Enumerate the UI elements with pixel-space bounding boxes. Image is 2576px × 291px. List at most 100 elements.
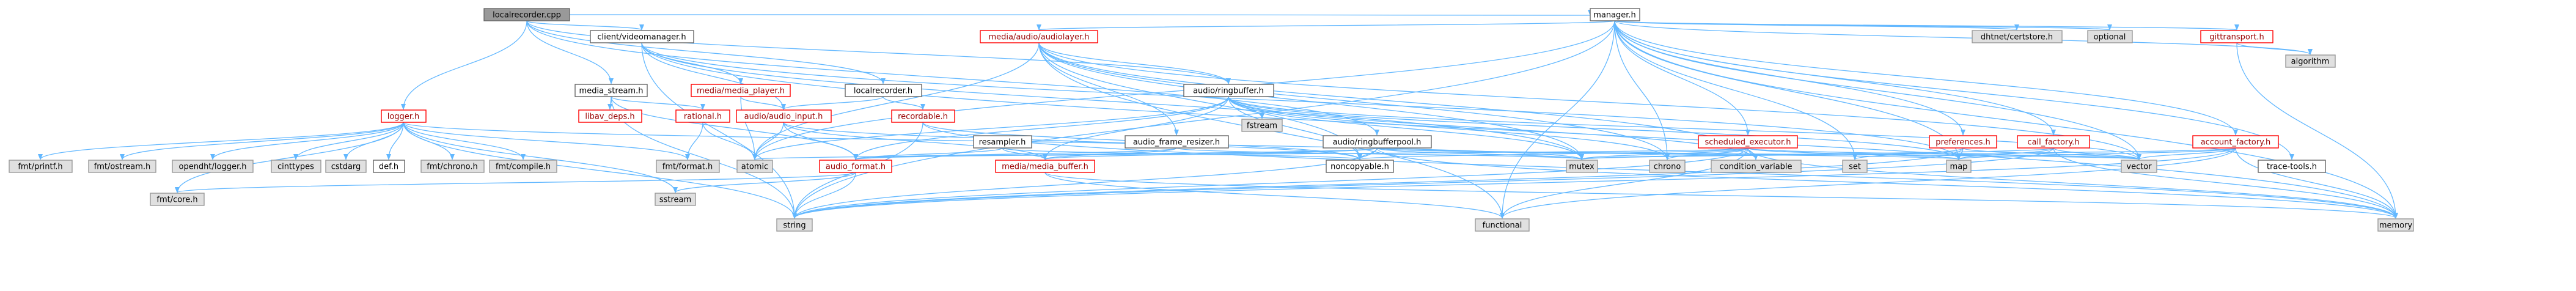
node-rational-h[interactable]: rational.h: [675, 109, 730, 123]
node-label: gittransport.h: [2209, 33, 2264, 42]
edge-audio-frame-resizer-h-to-mutex: [1176, 147, 1584, 160]
node-label: client/videomanager.h: [597, 33, 686, 42]
node-cinttypes: cinttypes: [271, 160, 321, 173]
node-gittransport-h[interactable]: gittransport.h: [2200, 30, 2273, 43]
node-fmt-core-h: fmt/core.h: [150, 193, 205, 206]
node-box: [271, 160, 321, 173]
node-media-audio-audiolayer-h[interactable]: media/audio/audiolayer.h: [980, 30, 1098, 43]
node-logger-h[interactable]: logger.h: [381, 109, 427, 123]
node-media-media-buffer-h[interactable]: media/media_buffer.h: [995, 160, 1095, 173]
node-label: recordable.h: [898, 112, 948, 122]
edge-manager-h-to-gittransport-h: [1614, 20, 2239, 31]
edge-client-videomanager-h-to-audio-audio-input-h: [641, 42, 786, 110]
node-mutex: mutex: [1566, 160, 1598, 173]
node-box: [2285, 54, 2336, 68]
node-label: fmt/ostream.h: [94, 163, 151, 172]
node-preferences-h[interactable]: preferences.h: [1929, 135, 1997, 149]
node-cstdarg: cstdarg: [325, 160, 367, 173]
node-audio-ringbufferpool-h[interactable]: audio/ringbufferpool.h: [1323, 135, 1432, 149]
node-label: memory: [2379, 221, 2413, 230]
node-audio-audio-input-h[interactable]: audio/audio_input.h: [736, 109, 832, 123]
node-trace-tools-h[interactable]: trace-tools.h: [2258, 160, 2326, 173]
edge-account-factory-h-to-functional: [1500, 147, 2236, 219]
node-audio-frame-resizer-h[interactable]: audio_frame_resizer.h: [1125, 135, 1229, 149]
node-recordable-h[interactable]: recordable.h: [891, 109, 955, 123]
node-box: [1183, 84, 1274, 97]
node-media-stream-h[interactable]: media_stream.h: [574, 84, 648, 97]
node-label: account_factory.h: [2201, 138, 2271, 147]
node-label: media/media_player.h: [697, 87, 785, 96]
node-box: [2192, 135, 2279, 149]
node-fmt-chrono-h: fmt/chrono.h: [420, 160, 485, 173]
node-label: atomic: [741, 163, 768, 172]
nodes-layer: localrecorder.cpp manager.h media/audio/au…: [9, 8, 2414, 232]
edge-gittransport-h-to-memory: [2236, 42, 2398, 219]
node-box: [2087, 30, 2133, 43]
node-label: audio_format.h: [826, 163, 886, 172]
edge-media-stream-h-to-rational-h: [611, 96, 705, 110]
edge-localrecorder-h-to-recordable-h: [883, 96, 925, 110]
node-account-factory-h[interactable]: account_factory.h: [2192, 135, 2279, 149]
edge-manager-h-to-functional: [1500, 20, 1615, 219]
edge-account-factory-h-to-mutex: [1580, 147, 2236, 160]
edge-scheduled-executor-h-to-map: [1747, 147, 1961, 160]
node-label: localrecorder.h: [854, 87, 912, 96]
node-box: [995, 160, 1095, 173]
node-box: [736, 160, 773, 173]
node-audio-format-h[interactable]: audio_format.h: [819, 160, 892, 173]
node-label: string: [783, 221, 805, 230]
edge-call-factory-h-to-memory: [2053, 147, 2398, 219]
node-box: [1326, 160, 1394, 173]
edge-client-videomanager-h-to-string: [641, 42, 797, 219]
node-box: [2377, 218, 2414, 232]
node-box: [845, 84, 922, 97]
node-libav-deps-h[interactable]: libav_deps.h: [578, 109, 642, 123]
edge-audio-ringbufferpool-h-to-mutex: [1376, 147, 1584, 160]
edge-audio-audio-input-h-to-media-media-buffer-h: [783, 122, 1048, 160]
edge-preferences-h-to-string: [792, 147, 1964, 219]
node-label: mutex: [1569, 163, 1594, 172]
node-box: [1323, 135, 1432, 149]
node-fmt-compile-h: fmt/compile.h: [489, 160, 557, 173]
node-box: [1711, 160, 1802, 173]
node-box: [483, 8, 570, 21]
edge-media-audio-audiolayer-h-to-atomic: [752, 42, 1040, 160]
node-box: [980, 30, 1098, 43]
node-box: [9, 160, 73, 173]
edge-localrecorder-cpp-to-client-videomanager-h: [526, 20, 644, 31]
node-localrecorder-h[interactable]: localrecorder.h: [845, 84, 922, 97]
node-scheduled-executor-h[interactable]: scheduled_executor.h: [1698, 135, 1798, 149]
edge-client-videomanager-h-to-map: [641, 42, 1961, 160]
edge-media-media-buffer-h-to-memory: [1044, 172, 2398, 219]
edge-media-media-buffer-h-to-functional: [1044, 172, 1505, 219]
node-condition-variable: condition_variable: [1711, 160, 1802, 173]
node-call-factory-h[interactable]: call_factory.h: [2017, 135, 2090, 149]
node-box: [172, 160, 254, 173]
node-label: media/media_buffer.h: [1002, 163, 1088, 172]
node-def-h[interactable]: def.h: [373, 160, 405, 173]
edge-logger-h-to-cinttypes: [293, 122, 404, 160]
node-resampler-h[interactable]: resampler.h: [973, 135, 1032, 149]
node-box: [1946, 160, 1972, 173]
node-fstream: fstream: [1241, 119, 1283, 132]
node-label: dhtnet/certstore.h: [1981, 33, 2053, 42]
node-client-videomanager-h[interactable]: client/videomanager.h: [590, 30, 694, 43]
edge-logger-h-to-sstream: [403, 122, 678, 193]
node-functional: functional: [1475, 218, 1530, 232]
node-manager-h[interactable]: manager.h: [1590, 8, 1640, 21]
edge-resampler-h-to-noncopyable-h: [1002, 147, 1362, 160]
edge-manager-h-to-map: [1614, 20, 1961, 160]
edge-scheduled-executor-h-to-string: [792, 147, 1749, 219]
edge-logger-h-to-opendht-logger-h: [210, 122, 404, 160]
node-noncopyable-h[interactable]: noncopyable.h: [1326, 160, 1394, 173]
edge-localrecorder-cpp-to-audio-ringbufferpool-h: [526, 20, 1379, 136]
edge-audio-format-h-to-string: [792, 172, 856, 219]
node-chrono: chrono: [1649, 160, 1686, 173]
node-audio-ringbuffer-h[interactable]: audio/ringbuffer.h: [1183, 84, 1274, 97]
edge-manager-h-to-scheduled-executor-h: [1614, 20, 1750, 136]
node-label: optional: [2094, 33, 2126, 42]
node-localrecorder-cpp[interactable]: localrecorder.cpp: [483, 8, 570, 21]
node-media-media-player-h[interactable]: media/media_player.h: [691, 84, 791, 97]
edge-media-audio-audiolayer-h-to-audio-frame-resizer-h: [1038, 42, 1179, 136]
node-box: [2121, 160, 2157, 173]
